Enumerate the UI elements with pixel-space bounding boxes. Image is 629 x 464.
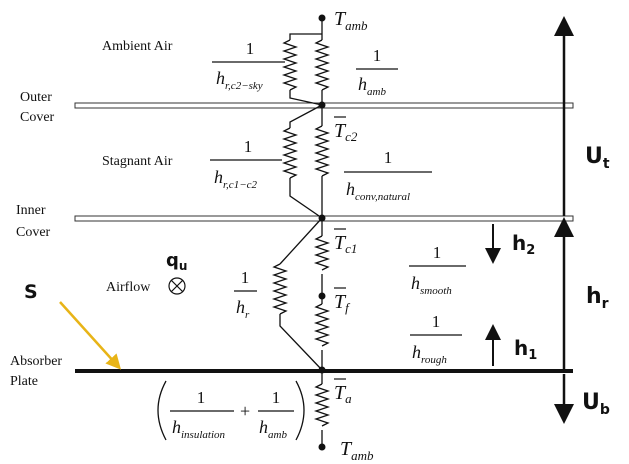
node-t-c1 <box>318 214 326 222</box>
fraction-h-r: 1 hr <box>234 268 257 321</box>
thermal-resistor-network <box>271 18 331 446</box>
node-label-t-amb-bottom: Tamb <box>340 438 374 463</box>
svg-text:1: 1 <box>197 388 206 407</box>
node-label-t-a: Ta <box>334 378 352 406</box>
fraction-h-smooth: 1 hsmooth <box>409 243 466 297</box>
svg-text:1: 1 <box>241 268 250 287</box>
node-label-t-c1: Tc1 <box>334 228 357 256</box>
inner-cover-label-1: Inner <box>16 203 46 218</box>
outer-cover-label-2: Cover <box>20 110 55 125</box>
svg-text:Ta: Ta <box>334 382 352 406</box>
svg-text:hamb: hamb <box>259 417 287 441</box>
svg-text:1: 1 <box>384 148 393 167</box>
solar-radiation-label: S <box>24 281 38 303</box>
h-r-label: hr <box>586 284 609 312</box>
node-t-f <box>318 292 326 300</box>
svg-text:hr,c2−sky: hr,c2−sky <box>216 68 263 92</box>
svg-text:Tc2: Tc2 <box>334 120 358 144</box>
useful-heat-label: qu <box>166 250 187 273</box>
svg-text:1: 1 <box>244 137 253 156</box>
solar-radiation-arrow <box>59 301 122 370</box>
ambient-air-label: Ambient Air <box>102 39 173 54</box>
absorber-plate-label-1: Absorber <box>10 354 62 369</box>
node-t-c2 <box>318 101 326 109</box>
stagnant-air-label: Stagnant Air <box>102 154 173 169</box>
svg-text:+: + <box>240 401 250 421</box>
svg-text:Tf: Tf <box>334 291 351 315</box>
fraction-h-rc2sky: 1 hr,c2−sky <box>212 39 285 92</box>
airflow-into-page-icon <box>168 277 186 295</box>
fraction-h-rc1c2: 1 hr,c1−c2 <box>210 137 282 191</box>
network-nodes <box>318 14 326 451</box>
inner-cover-label-2: Cover <box>16 225 51 240</box>
node-t-a <box>318 366 326 374</box>
svg-text:hr: hr <box>236 297 250 321</box>
fraction-h-conv-natural: 1 hconv,natural <box>344 148 432 203</box>
fraction-h-rough: 1 hrough <box>410 312 462 366</box>
u-t-label: Ut <box>585 144 610 172</box>
svg-text:hr,c1−c2: hr,c1−c2 <box>214 167 257 191</box>
svg-text:1: 1 <box>272 388 281 407</box>
node-label-t-amb-top: Tamb <box>334 8 368 33</box>
node-t-amb-top <box>318 14 326 22</box>
svg-text:hamb: hamb <box>358 74 386 98</box>
svg-text:Tc1: Tc1 <box>334 232 357 256</box>
fraction-h-amb: 1 hamb <box>356 46 398 98</box>
node-t-amb-bottom <box>318 443 326 451</box>
svg-text:hinsulation: hinsulation <box>172 417 226 441</box>
svg-text:1: 1 <box>433 243 442 262</box>
u-b-label: Ub <box>582 390 610 418</box>
svg-text:hconv,natural: hconv,natural <box>346 179 410 203</box>
airflow-label: Airflow <box>106 280 151 295</box>
bottom-loss-expression: 1 hinsulation + 1 hamb <box>157 380 305 441</box>
node-label-t-c2: Tc2 <box>334 116 358 144</box>
node-label-t-f: Tf <box>334 287 351 315</box>
h-1-label: h1 <box>514 336 537 363</box>
svg-text:1: 1 <box>373 46 382 65</box>
absorber-plate-label-2: Plate <box>10 374 38 389</box>
svg-text:1: 1 <box>432 312 441 331</box>
svg-text:hrough: hrough <box>412 342 447 366</box>
svg-text:hsmooth: hsmooth <box>411 273 452 297</box>
svg-text:1: 1 <box>246 39 255 58</box>
h-2-label: h2 <box>512 231 535 258</box>
outer-cover-label-1: Outer <box>20 90 52 105</box>
